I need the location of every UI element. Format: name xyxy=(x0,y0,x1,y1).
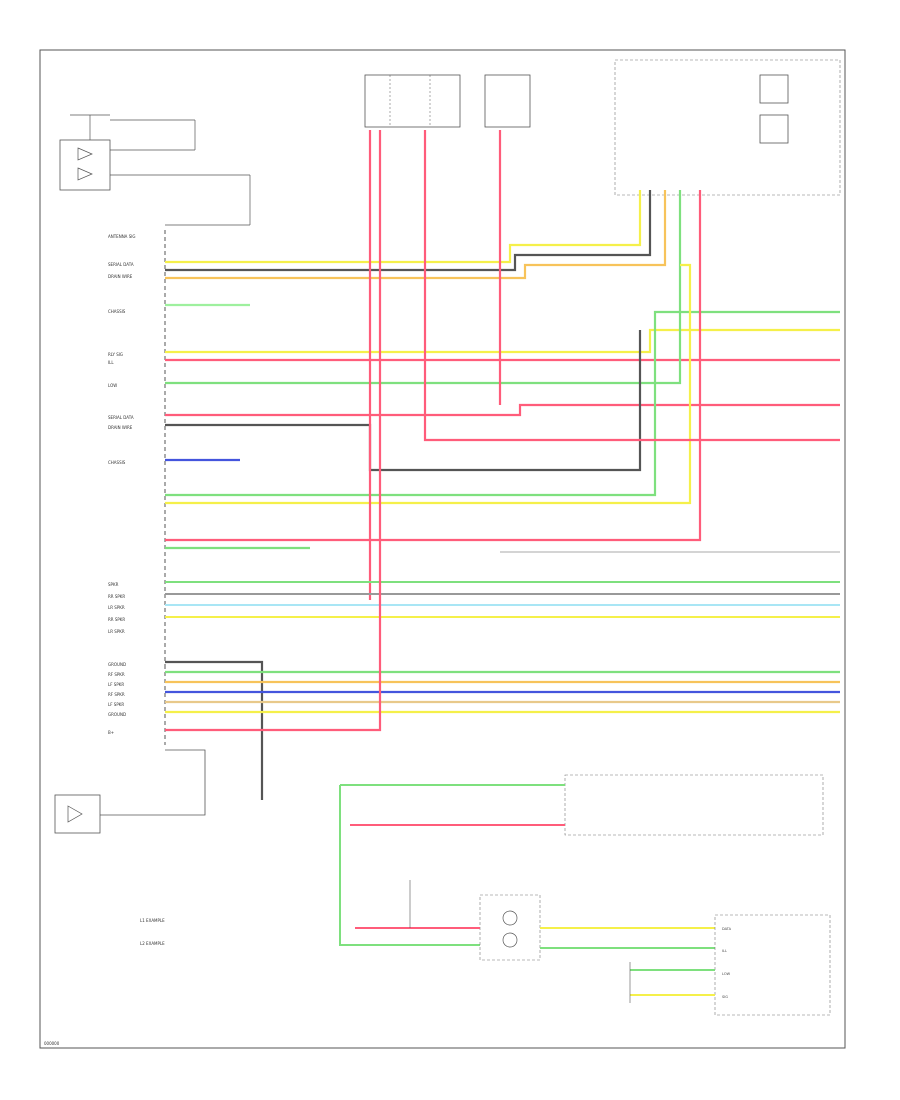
radio-pin-labels-bottom: SPKR RR SPKR LR SPKR RR SPKR LR SPKR GRO… xyxy=(108,582,126,735)
pin-label: LOW xyxy=(108,383,117,388)
pin-label: LR SPKR xyxy=(108,629,125,634)
pin-label: LF SPKR xyxy=(108,682,124,687)
bcm-pin-1: DATA xyxy=(722,927,732,931)
speaker-wires-mid xyxy=(165,581,840,618)
fuse-block-right xyxy=(484,74,531,128)
body-control-module: DATA ILL LOW SIG xyxy=(629,914,831,1016)
clockspring xyxy=(355,880,715,961)
pin-label: LR SPKR xyxy=(108,605,125,610)
radio-pin-labels-top: ANTENNA SIG SERIAL DATA DRAIN WIRE CHASS… xyxy=(108,234,136,465)
fuse-block-left xyxy=(364,74,461,128)
bcm-pin-3: LOW xyxy=(722,972,731,976)
antenna-module xyxy=(59,114,251,226)
pin-label: DRAIN WIRE xyxy=(108,425,133,430)
legend: L1 EXAMPLE L2 EXAMPLE xyxy=(140,918,165,946)
top-right-module xyxy=(614,59,841,196)
footer-code: 000000 xyxy=(44,1041,60,1046)
bcm-pin-4: SIG xyxy=(722,995,728,999)
pin-label: LF SPKR xyxy=(108,702,124,707)
pin-label: CHASSIS xyxy=(108,460,126,465)
pin-label: RR SPKR xyxy=(108,594,125,599)
speaker-wires-low xyxy=(165,130,840,800)
pin-label: SPKR xyxy=(108,582,119,587)
pin-label: CHASSIS xyxy=(108,309,126,314)
legend-item-2: L2 EXAMPLE xyxy=(140,941,165,946)
pin-label: GROUND xyxy=(108,662,126,667)
pin-label: RR SPKR xyxy=(108,617,125,622)
pin-label: GROUND xyxy=(108,712,126,717)
diagram-frame xyxy=(39,49,846,1049)
radio-lower-module xyxy=(54,749,206,834)
bcm-pin-2: ILL xyxy=(722,949,727,953)
pin-label: SERIAL DATA xyxy=(108,415,134,420)
pin-label: B+ xyxy=(108,730,114,735)
pin-label: RF SPKR xyxy=(108,672,125,677)
steering-wheel-control-switch xyxy=(339,774,824,946)
pin-label: ILL xyxy=(108,360,114,365)
pin-label: DRAIN WIRE xyxy=(108,274,133,279)
legend-item-1: L1 EXAMPLE xyxy=(140,918,165,923)
pin-label: ANTENNA SIG xyxy=(108,234,136,239)
pin-label: RF SPKR xyxy=(108,692,125,697)
upper-wires xyxy=(165,130,840,600)
pin-label: SERIAL DATA xyxy=(108,262,134,267)
pin-label: RLY SIG xyxy=(108,352,123,357)
